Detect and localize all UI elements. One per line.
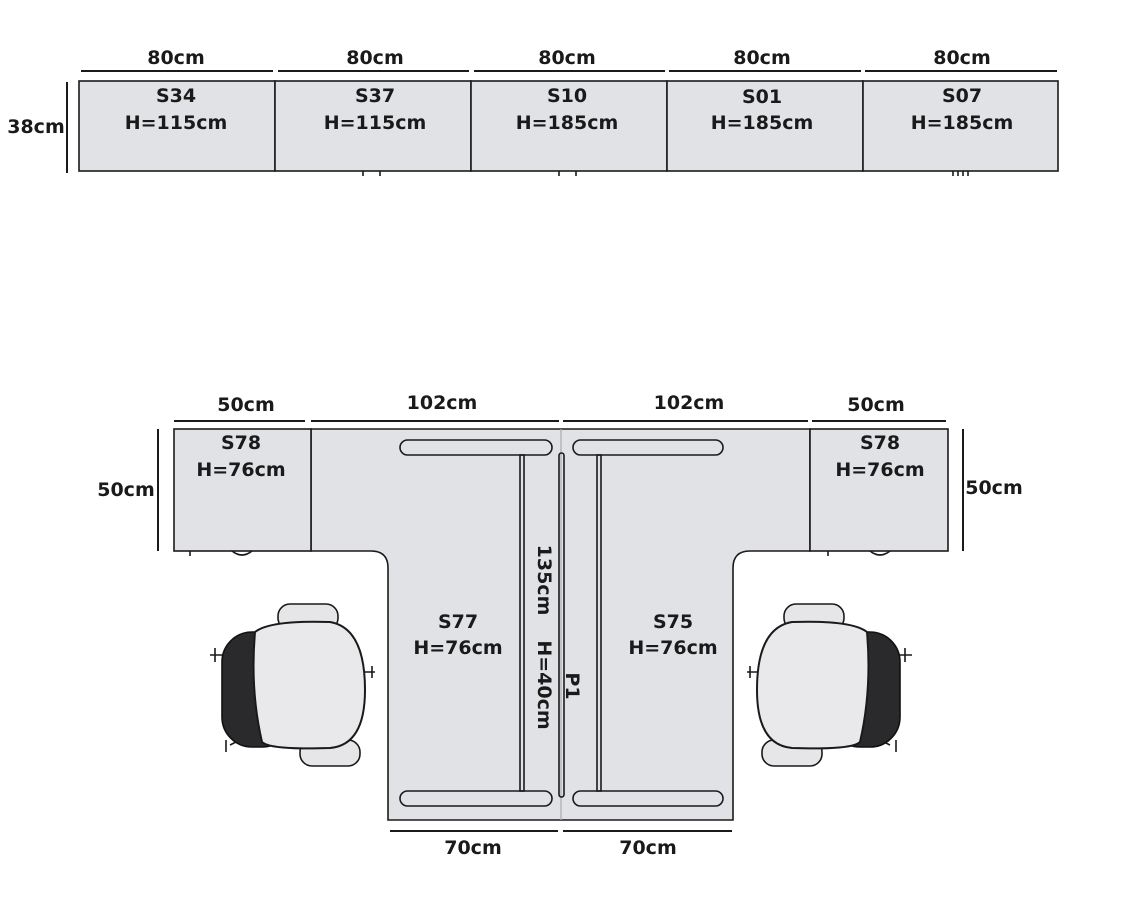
depth-label: 38cm [7,116,65,138]
cabinet-unit [666,80,864,172]
cabinet-unit [470,80,668,172]
left-cabinet-height: H=76cm [196,459,285,481]
left-desk-code: S77 [438,611,478,633]
right-cabinet-width: 50cm [847,394,905,416]
top-row: 38cm 80cm S34 H=115cm 80cm S37 H=115cm 8… [7,47,1059,176]
left-desk-stem-width: 70cm [444,837,502,859]
unit-height: H=185cm [516,112,619,134]
panel-code: P1 [561,672,583,699]
panel-height: H=40cm [533,640,555,729]
unit-code: S07 [942,85,982,107]
left-cabinet-code: S78 [221,432,261,454]
right-cabinet [809,428,949,552]
left-cabinet-width: 50cm [217,394,275,416]
unit-height: H=115cm [324,112,427,134]
right-desk-height: H=76cm [628,637,717,659]
unit-code: S01 [742,86,782,108]
desk-legs [399,439,724,807]
cabinet-unit [274,80,472,172]
privacy-panel-p1 [558,452,565,798]
left-cabinet [173,428,312,552]
unit-s10: 80cm S10 H=185cm [470,47,668,172]
desk-layout: 50cm 102cm 102cm 50cm 50cm 50cm 70cm 70c… [97,392,1023,859]
unit-width-label: 80cm [933,47,991,69]
right-cabinet-height: H=76cm [835,459,924,481]
unit-s37: 80cm S37 H=115cm [274,47,472,172]
unit-s07: 80cm S07 H=185cm [862,47,1059,172]
unit-feet [362,171,969,176]
right-office-chair-icon [747,603,912,767]
right-desk-width: 102cm [654,392,725,414]
unit-height: H=185cm [911,112,1014,134]
right-cabinet-depth: 50cm [965,477,1023,499]
cabinet-unit [862,80,1059,172]
unit-height: H=115cm [125,112,228,134]
panel-length: 135cm [533,545,555,616]
left-desk-width: 102cm [407,392,478,414]
unit-height: H=185cm [711,112,814,134]
unit-code: S37 [355,85,395,107]
right-cabinet-code: S78 [860,432,900,454]
left-cabinet-depth: 50cm [97,479,155,501]
unit-width-label: 80cm [538,47,596,69]
left-office-chair-icon [210,603,375,767]
unit-s34: 80cm S34 H=115cm [78,47,276,172]
right-desk-code: S75 [653,611,693,633]
unit-width-label: 80cm [346,47,404,69]
unit-width-label: 80cm [147,47,205,69]
unit-code: S34 [156,85,196,107]
left-desk-height: H=76cm [413,637,502,659]
unit-code: S10 [547,85,587,107]
unit-width-label: 80cm [733,47,791,69]
cabinet-unit [78,80,276,172]
right-desk-stem-width: 70cm [619,837,677,859]
unit-s01: 80cm S01 H=185cm [666,47,864,172]
